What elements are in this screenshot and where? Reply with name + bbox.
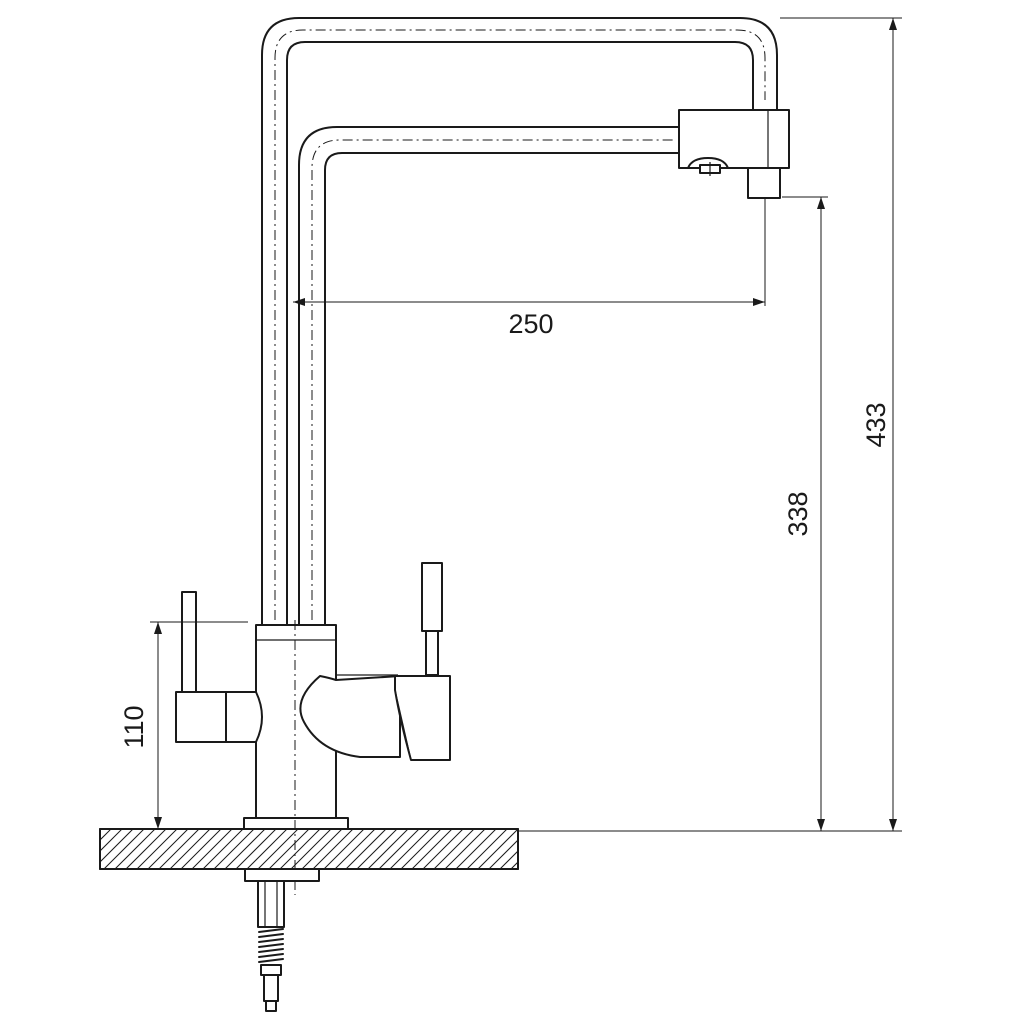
dimension-overall-height: 433 (518, 17, 902, 832)
dimension-outlet-height: 338 (782, 196, 828, 831)
countertop (99, 828, 519, 870)
mounting-shank (244, 868, 320, 1012)
hose-spring (258, 928, 284, 963)
tall-spout (261, 17, 778, 626)
left-lever (175, 591, 263, 743)
dimension-label-250: 250 (508, 309, 553, 339)
dimension-label-433: 433 (861, 402, 891, 447)
short-spout (298, 126, 681, 626)
dimension-label-338: 338 (783, 491, 813, 536)
dimension-lever-height: 110 (119, 621, 248, 829)
right-lever (299, 562, 451, 761)
spout-head (678, 109, 790, 199)
dimension-label-110: 110 (119, 705, 149, 748)
dimension-spout-reach: 250 (293, 197, 766, 339)
